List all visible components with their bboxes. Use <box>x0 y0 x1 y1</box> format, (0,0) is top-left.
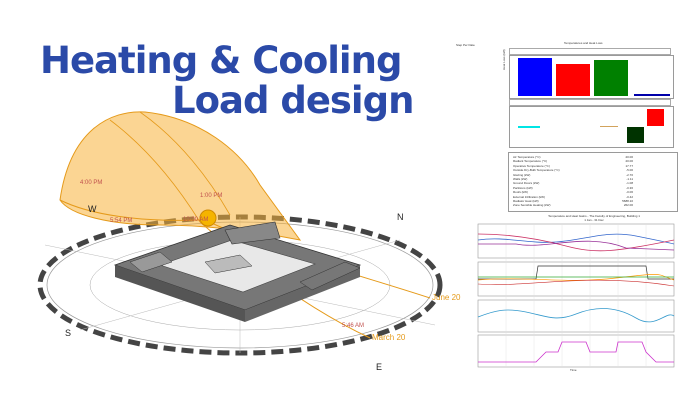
panel-temperature <box>477 223 675 259</box>
compass-west: W <box>88 204 97 214</box>
compass-east: E <box>376 362 383 372</box>
building-model <box>113 221 362 322</box>
line-glazing <box>518 126 540 128</box>
line-walls <box>600 126 618 127</box>
date-label-june: June 20 <box>432 293 461 302</box>
bar-air-temp <box>518 58 552 96</box>
stats-row: Outside Dry-Bulb Temperature (°C) -5.00 <box>513 168 673 172</box>
timeseries-axis-label: Time <box>570 368 577 372</box>
stats-value: -2.70 <box>626 172 633 177</box>
stats-row: External Infiltration (kW) -0.42 <box>513 195 673 199</box>
stats-label: Walls (kW) <box>513 176 528 181</box>
time-label-10am: 10:00 AM <box>183 217 209 223</box>
lower-plot-area <box>509 106 674 148</box>
stats-row: Zone Sensible Heating (kW) 262.00 <box>513 203 673 207</box>
stats-row: Air Temperature (°C) 20.00 <box>513 155 673 159</box>
stats-value: -0.06 <box>626 190 633 195</box>
bar-plot-area <box>509 55 674 99</box>
chart-legend-lower <box>509 99 671 106</box>
stats-value: -1.08 <box>626 181 633 186</box>
time-label-554pm: 5:54 PM <box>110 218 133 224</box>
stats-value: -5.00 <box>626 168 633 173</box>
timeseries-title: Temperature and Heat Gains - The Faculty… <box>548 214 640 218</box>
stats-value: -1.11 <box>626 176 633 181</box>
stats-label: External Infiltration (kW) <box>513 194 546 199</box>
bar-outside-temp <box>634 94 670 96</box>
compass-south: S <box>65 328 72 338</box>
stats-value: 20.00 <box>625 155 633 159</box>
stats-label: Ground Floors (kW) <box>513 181 540 186</box>
heat-loss-chart-panel: Step Per Date Temperatures and Heat Loss… <box>454 40 678 148</box>
stats-row: Radiant Temperature (°C) 20.00 <box>513 159 673 163</box>
chart-step-label: Step Per Date <box>456 43 475 47</box>
stats-row: Partitions (kW) -0.36 <box>513 186 673 190</box>
chart-top-title: Temperatures and Heat Loss <box>564 41 603 45</box>
stats-label: Glazing (kW) <box>513 172 531 177</box>
stats-row: Roofs (kW) -0.06 <box>513 190 673 194</box>
sun-path-diagram <box>37 111 443 356</box>
headline-line-1: Heating & Cooling <box>40 39 402 82</box>
stats-row: Glazing (kW) -2.70 <box>513 173 673 177</box>
stats-row: Operative Temperature (°C) 17.77 <box>513 164 673 168</box>
sun-icon <box>199 209 217 227</box>
stats-label: Air Temperature (°C) <box>513 155 541 159</box>
stats-row: Walls (kW) -1.11 <box>513 177 673 181</box>
stats-value: 262.00 <box>623 203 633 208</box>
stats-label: Radiant Temperature (°C) <box>513 159 548 164</box>
stats-value: 5688.10 <box>622 198 633 203</box>
time-label-546am: 5:46 AM <box>342 323 365 329</box>
stats-value: 17.77 <box>625 163 633 168</box>
stats-value: -0.42 <box>626 194 633 199</box>
chart-legend <box>509 48 671 55</box>
stats-row: Ground Floors (kW) -1.08 <box>513 181 673 185</box>
stats-value: 20.00 <box>625 159 633 164</box>
timeseries-charts <box>477 223 675 368</box>
stats-label: Roofs (kW) <box>513 190 528 195</box>
stats-label: Zone Sensible Heating (kW) <box>513 203 551 208</box>
stats-label: Radiator Heat (kW) <box>513 198 539 203</box>
time-label-4pm: 4:00 PM <box>80 180 103 186</box>
date-label-march: March 20 <box>372 333 406 342</box>
bar-floors <box>627 127 644 143</box>
stats-value: -0.36 <box>626 185 633 190</box>
compass-north: N <box>397 212 404 222</box>
bar-operative-temp <box>594 60 628 96</box>
time-label-1pm: 1:00 PM <box>200 193 223 199</box>
bar-radiant-temp <box>556 64 590 96</box>
stats-row: Radiator Heat (kW) 5688.10 <box>513 199 673 203</box>
timeseries-subtitle: 1 Jan - 31 Dec <box>584 218 604 222</box>
stats-label: Partitions (kW) <box>513 185 533 190</box>
bar-ceilings <box>647 109 664 126</box>
panel-heat-gains <box>477 261 675 297</box>
panel-humidity <box>477 299 675 333</box>
stats-label: Outside Dry-Bulb Temperature (°C) <box>513 168 560 173</box>
stats-label: Operative Temperature (°C) <box>513 163 550 168</box>
heat-loss-axis-label: Heat Loss (kW) <box>502 49 506 70</box>
headline-line-2: Load design <box>172 79 414 122</box>
sun-path-surface <box>59 111 302 241</box>
